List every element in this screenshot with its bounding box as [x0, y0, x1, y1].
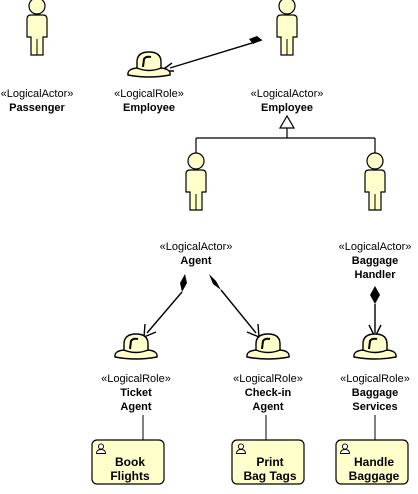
role-name-line1: Check-in [245, 387, 292, 399]
role-name-line1: Ticket [120, 387, 152, 399]
task-label-line1: Handle [354, 455, 394, 469]
role-baggage-services[interactable]: «LogicalRole» Baggage Services [340, 333, 410, 413]
stereotype-label: «LogicalRole» [340, 373, 410, 385]
actor-name: Passenger [9, 102, 65, 114]
role-name: Employee [123, 102, 175, 114]
actor-agent[interactable]: «LogicalActor» Agent [160, 152, 233, 267]
role-checkin-agent[interactable]: «LogicalRole» Check-in Agent [233, 333, 303, 413]
actor-name-line1: Baggage [352, 255, 398, 267]
task-label-line2: Flights [110, 469, 150, 483]
actor-baggage-handler[interactable]: «LogicalActor» Baggage Handler [339, 152, 412, 281]
actor-passenger[interactable]: «LogicalActor» Passenger [1, 0, 74, 114]
actor-figure-icon [364, 152, 386, 211]
role-employee[interactable]: «LogicalRole» Employee [114, 51, 184, 114]
composition-baggage-services [368, 286, 382, 338]
actor-name: Agent [180, 255, 212, 267]
actor-figure-icon [276, 0, 298, 56]
stereotype-label: «LogicalRole» [114, 88, 184, 100]
task-label-line1: Print [256, 455, 283, 469]
role-hat-icon [113, 333, 159, 360]
role-hat-icon [126, 51, 172, 78]
role-hat-icon [352, 333, 398, 360]
task-label-line2: Bag Tags [243, 469, 296, 483]
composition-employee-role [160, 36, 263, 72]
role-name-line2: Agent [120, 401, 152, 413]
composition-checkin-agent [209, 274, 260, 338]
role-ticket-agent[interactable]: «LogicalRole» Ticket Agent [101, 333, 171, 413]
role-name-line2: Agent [252, 401, 284, 413]
task-label-line2: Baggage [349, 469, 400, 483]
generalization-tree [195, 114, 376, 158]
task-box [91, 439, 165, 485]
task-print-bag-tags[interactable]: Print Bag Tags [231, 439, 305, 485]
role-name-line2: Services [352, 401, 397, 413]
task-box [335, 439, 409, 485]
task-box [231, 439, 305, 485]
stereotype-label: «LogicalActor» [251, 88, 324, 100]
stereotype-label: «LogicalActor» [1, 88, 74, 100]
stereotype-label: «LogicalRole» [233, 373, 303, 385]
task-book-flights[interactable]: Book Flights [91, 439, 165, 485]
composition-ticket-agent [143, 274, 187, 338]
actor-name-line2: Handler [355, 269, 397, 281]
stereotype-label: «LogicalActor» [339, 241, 412, 253]
actor-figure-icon [26, 0, 48, 56]
actor-name: Employee [261, 102, 313, 114]
task-handle-baggage[interactable]: Handle Baggage [335, 439, 409, 485]
task-label-line1: Book [115, 455, 145, 469]
role-name-line1: Baggage [352, 387, 398, 399]
role-hat-icon [245, 333, 291, 360]
stereotype-label: «LogicalActor» [160, 241, 233, 253]
actor-employee[interactable]: «LogicalActor» Employee [251, 0, 324, 114]
actor-figure-icon [185, 152, 207, 211]
stereotype-label: «LogicalRole» [101, 373, 171, 385]
